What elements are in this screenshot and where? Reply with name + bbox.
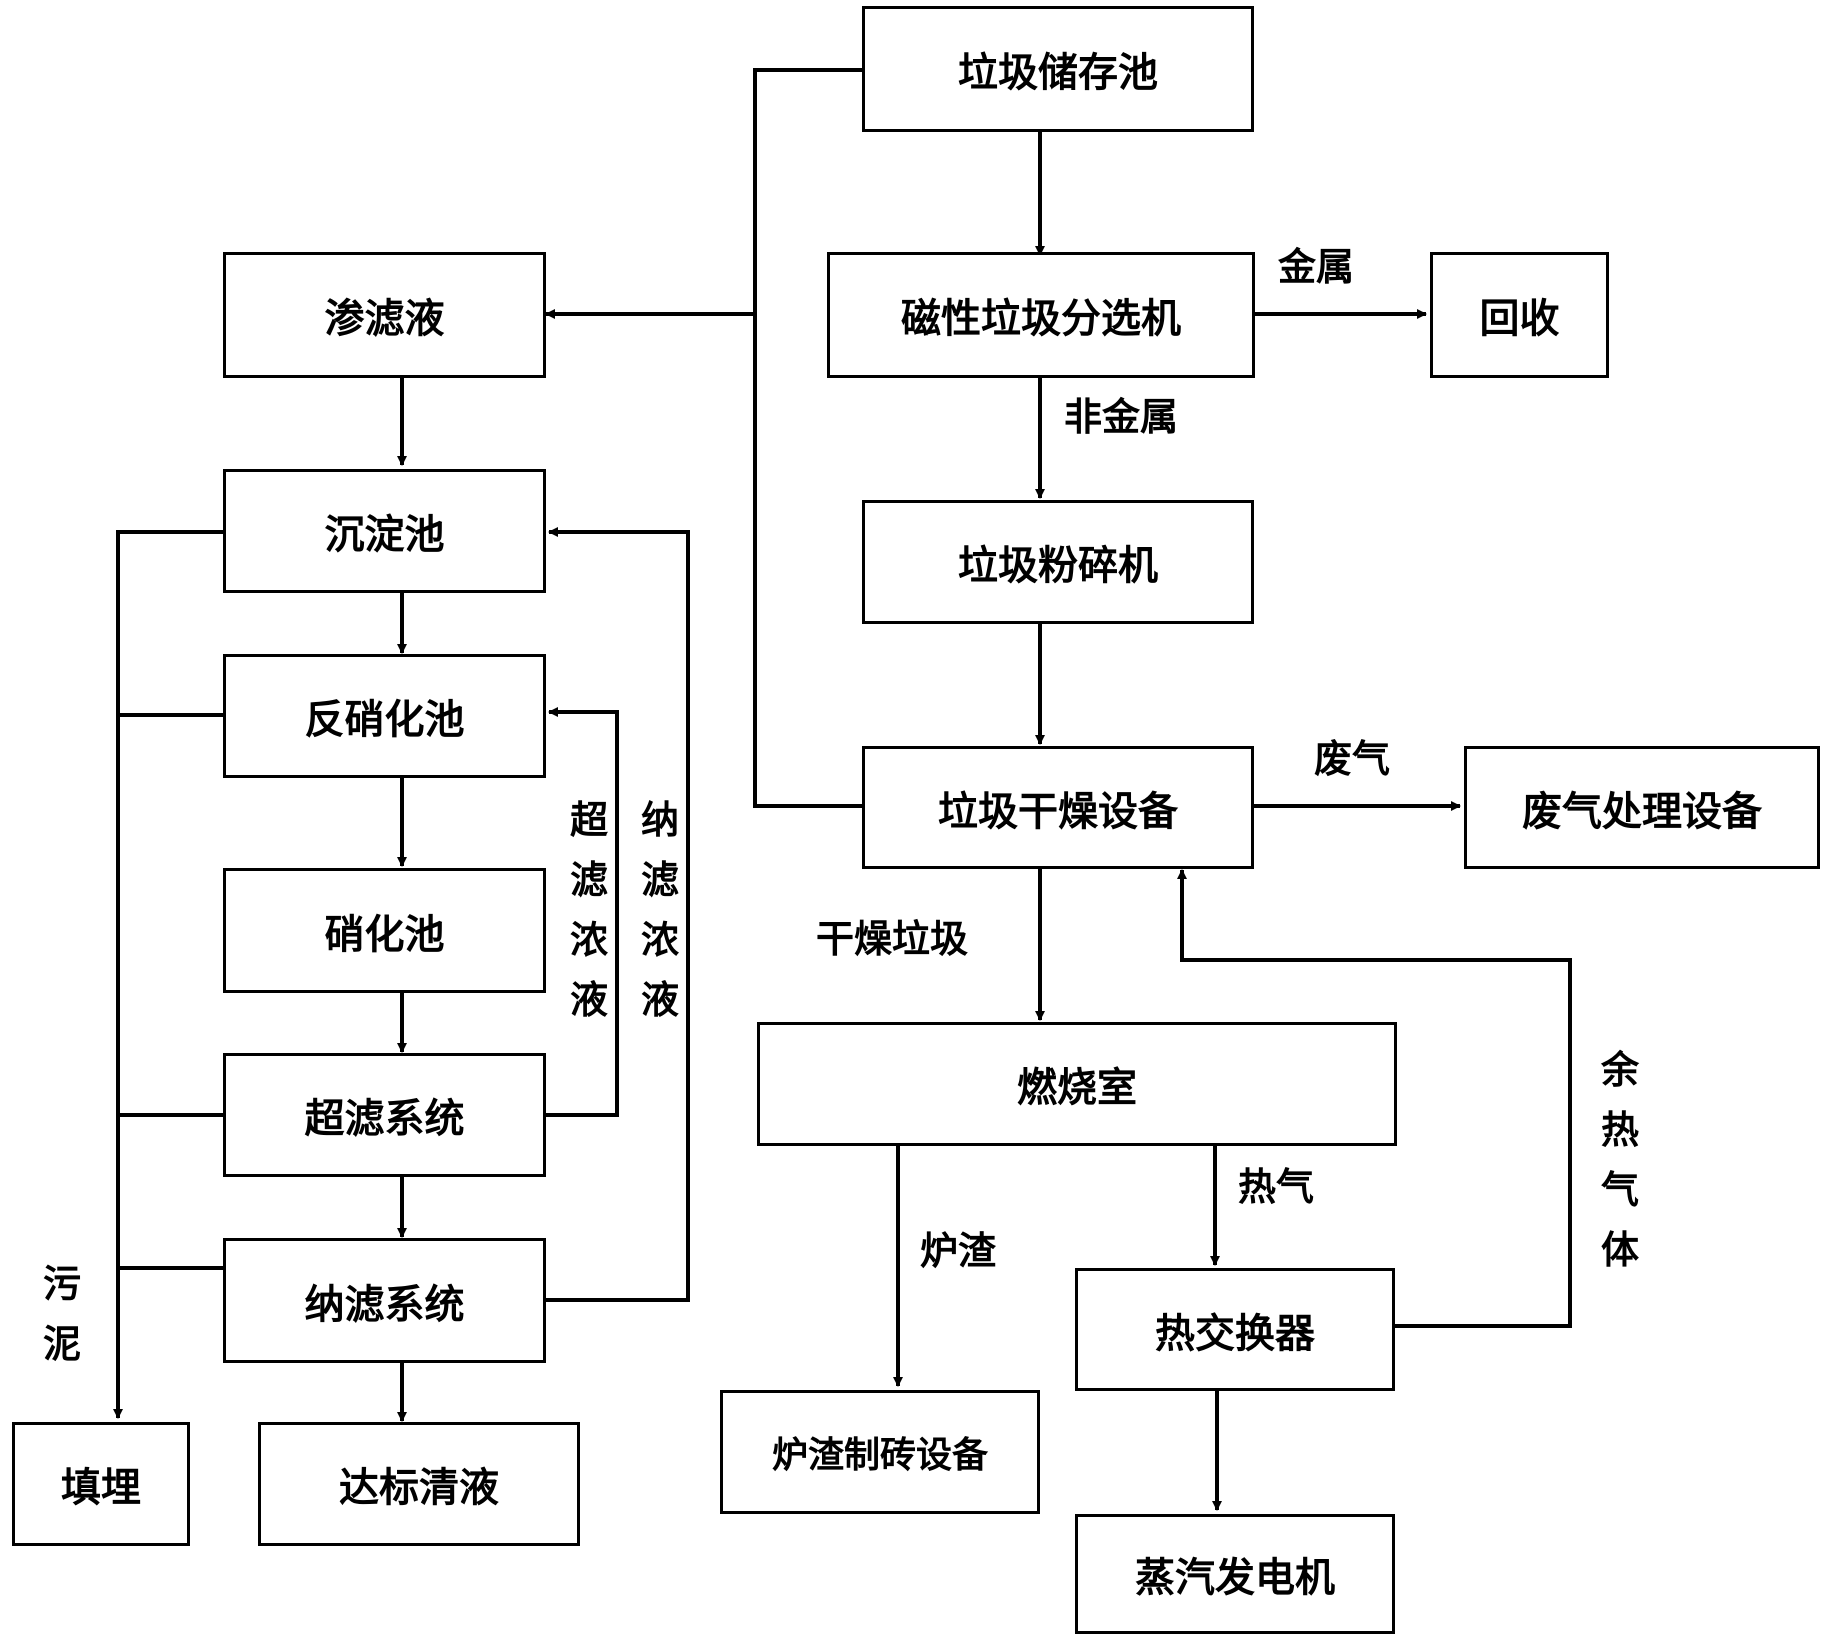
- node-crusher-label: 垃圾粉碎机: [958, 543, 1158, 589]
- node-leachate-label: 渗滤液: [324, 296, 445, 342]
- node-recycle-label: 回收: [1479, 296, 1560, 342]
- arrow-storage-to-leachate: [753, 68, 862, 808]
- node-nanofiltration-label: 纳滤系统: [304, 1281, 465, 1328]
- node-sedimentation-label: 沉淀池: [324, 512, 445, 558]
- node-dryer-label: 垃圾干燥设备: [938, 788, 1178, 835]
- node-landfill: 填埋: [12, 1422, 190, 1546]
- arrow-sludge-to-landfill: [113, 530, 223, 1419]
- node-sedimentation: 沉淀池: [223, 469, 546, 593]
- node-denitrification: 反硝化池: [223, 654, 546, 778]
- label-hot-gas: 热气: [1238, 1165, 1315, 1209]
- arrow-nf-concentrate-return: [546, 527, 690, 1302]
- label-slag: 炉渣: [920, 1229, 997, 1273]
- node-dryer: 垃圾干燥设备: [862, 746, 1254, 869]
- node-leachate: 渗滤液: [223, 252, 546, 378]
- node-heat-exchanger: 热交换器: [1075, 1268, 1395, 1391]
- node-brick-label: 炉渣制砖设备: [771, 1435, 988, 1476]
- node-brick: 炉渣制砖设备: [720, 1390, 1040, 1514]
- node-storage: 垃圾储存池: [862, 6, 1254, 132]
- node-generator: 蒸汽发电机: [1075, 1514, 1395, 1634]
- node-heat-exchanger-label: 热交换器: [1155, 1310, 1315, 1357]
- node-combustion: 燃烧室: [757, 1022, 1397, 1146]
- node-generator-label: 蒸汽发电机: [1135, 1555, 1335, 1601]
- node-ultrafiltration: 超滤系统: [223, 1053, 546, 1177]
- label-waste-heat-gas: 余热气体: [1600, 1048, 1639, 1272]
- node-exhaust-treatment-label: 废气处理设备: [1522, 788, 1762, 835]
- node-crusher: 垃圾粉碎机: [862, 500, 1254, 624]
- arrow-waste-heat-to-dryer: [1177, 869, 1572, 1328]
- node-magnetic-separator: 磁性垃圾分选机: [827, 252, 1255, 378]
- node-magnetic-separator-label: 磁性垃圾分选机: [901, 296, 1181, 342]
- label-sludge: 污泥: [42, 1262, 81, 1366]
- label-exhaust: 废气: [1314, 737, 1391, 781]
- label-uf-concentrate: 超滤浓液: [569, 798, 608, 1022]
- node-ultrafiltration-label: 超滤系统: [304, 1096, 465, 1142]
- arrow-uf-concentrate-return: [546, 707, 619, 1117]
- label-nf-concentrate: 纳滤浓液: [640, 798, 679, 1022]
- label-non-metal: 非金属: [1064, 395, 1179, 439]
- label-metal: 金属: [1278, 245, 1355, 289]
- node-nanofiltration: 纳滤系统: [223, 1238, 546, 1363]
- node-exhaust-treatment: 废气处理设备: [1464, 746, 1820, 869]
- node-landfill-label: 填埋: [61, 1465, 141, 1511]
- label-dried-waste: 干燥垃圾: [816, 917, 969, 961]
- node-denitrification-label: 反硝化池: [304, 697, 465, 743]
- node-recycle: 回收: [1430, 252, 1609, 378]
- node-clean-liquid: 达标清液: [258, 1422, 580, 1546]
- node-storage-label: 垃圾储存池: [958, 50, 1158, 96]
- node-nitrification: 硝化池: [223, 868, 546, 993]
- node-nitrification-label: 硝化池: [324, 911, 445, 958]
- node-combustion-label: 燃烧室: [1017, 1065, 1137, 1111]
- node-clean-liquid-label: 达标清液: [339, 1465, 499, 1511]
